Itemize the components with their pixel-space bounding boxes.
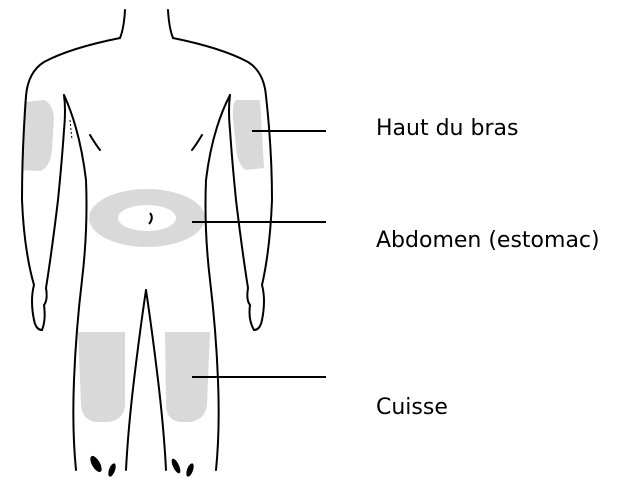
shoulder-right [173,38,266,96]
abdomen-label: Abdomen (estomac) [376,230,600,252]
abdomen-center-cutout [118,205,176,231]
right-hand [247,288,254,330]
upper-arm-zone-right [233,100,264,170]
knee-right-outer [185,462,195,477]
thigh-label: Cuisse [376,397,448,419]
knee-left-outer [88,454,104,474]
neck-left [120,10,125,38]
inner-leg-right [146,290,166,470]
shoulder-left [26,38,120,96]
knee-marks [88,454,195,477]
upper-arm-label: Haut du bras [376,118,518,140]
chest-left [90,135,100,150]
right-torso-side [206,95,231,470]
thigh-zone-left [78,332,125,422]
chest-right [192,135,202,150]
knee-right-inner [170,457,182,474]
neck-right [168,10,173,38]
left-hand [42,288,47,330]
inner-leg-left [126,290,146,470]
knee-left-inner [107,462,117,477]
left-torso-side [64,95,87,470]
upper-arm-zone-left [22,100,54,171]
injection-zones [22,100,264,422]
elbow-mark [70,120,72,140]
